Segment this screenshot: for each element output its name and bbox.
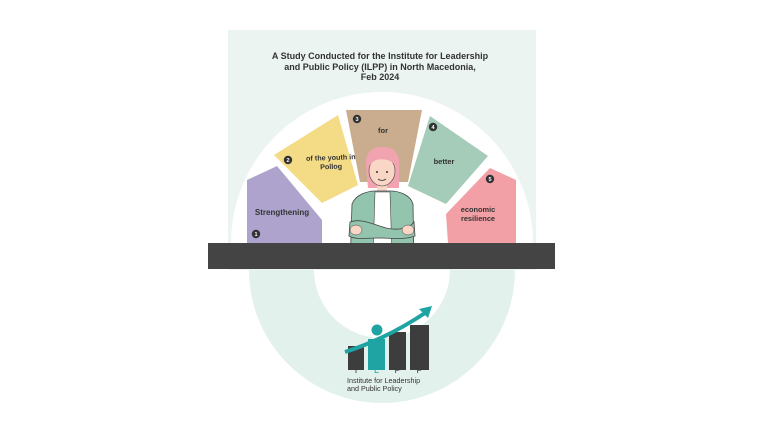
logo-bar-3 xyxy=(389,332,406,370)
badge-4-number: 4 xyxy=(431,125,435,131)
label-youth-box: of the youth in Pollog xyxy=(305,154,356,171)
ilpp-logo: I L P P xyxy=(344,306,432,375)
badge-5: 5 xyxy=(485,174,495,184)
logo-bar-4 xyxy=(410,325,429,370)
badge-3-number: 3 xyxy=(355,117,358,123)
outer-ring xyxy=(249,270,515,403)
badge-1: 1 xyxy=(251,229,261,239)
logo-growth-arrow xyxy=(344,311,427,354)
badge-3: 3 xyxy=(352,114,362,124)
page-title: A Study Conducted for the Institute for … xyxy=(271,51,489,82)
logo-person-head xyxy=(371,324,383,336)
neck xyxy=(377,183,387,193)
segment-1-strengthening xyxy=(247,166,322,243)
label-for: for xyxy=(378,126,388,135)
label-youth: of the youth in Pollog xyxy=(305,154,356,171)
logo-letter-1: I xyxy=(355,365,358,375)
logo-letter-2: L xyxy=(374,365,379,375)
logo-letter-3: P xyxy=(394,365,400,375)
logo-arrow-head xyxy=(419,306,432,318)
label-economic: economic resilience xyxy=(460,205,496,223)
badge-4: 4 xyxy=(428,122,438,132)
right-hand xyxy=(401,224,415,236)
label-better: better xyxy=(434,157,455,166)
logo-bar-1 xyxy=(348,346,364,370)
logo-caption: Institute for Leadership and Public Poli… xyxy=(347,376,421,394)
left-hand xyxy=(349,224,363,236)
badge-5-number: 5 xyxy=(488,177,491,183)
hair-bangs xyxy=(368,151,398,167)
right-eye xyxy=(386,171,388,173)
segment-2-youth xyxy=(274,115,358,203)
segment-5-economic xyxy=(446,168,516,243)
smile xyxy=(377,178,387,181)
label-economic-box: economic resilience xyxy=(460,205,496,223)
logo-letter-4: P xyxy=(416,365,422,375)
left-eye xyxy=(376,171,378,173)
badge-1-number: 1 xyxy=(254,232,257,238)
segment-3-for xyxy=(346,110,422,182)
label-strengthening: Strengthening xyxy=(255,208,309,217)
logo-bar-2 xyxy=(368,339,385,370)
crossed-arms xyxy=(348,220,416,239)
badge-2-number: 2 xyxy=(286,158,289,164)
segment-4-better xyxy=(408,116,488,204)
badge-2: 2 xyxy=(283,155,293,165)
desk-bar xyxy=(208,243,555,269)
